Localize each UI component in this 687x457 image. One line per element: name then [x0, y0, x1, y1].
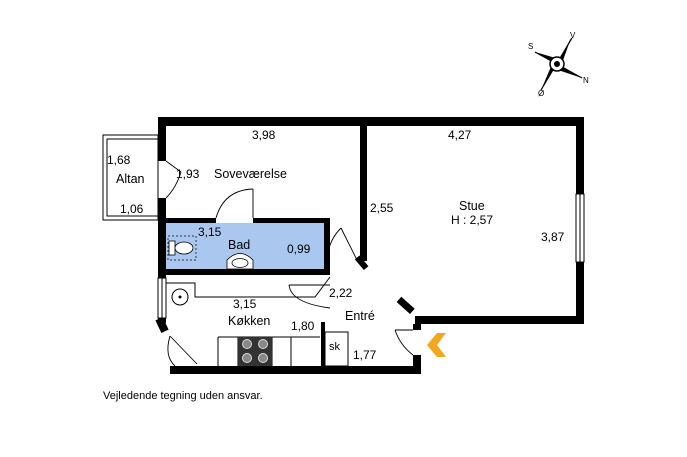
disclaimer-text: Vejledende tegning uden ansvar.	[103, 390, 263, 402]
compass-rose-icon: S V N Ø	[528, 31, 589, 98]
altan-dim-top: 1,68	[107, 153, 131, 167]
kitchen-sink-icon	[171, 288, 189, 306]
bedroom-dim-left: 1,93	[176, 167, 200, 181]
koekken-dim-right: 1,80	[291, 319, 315, 333]
door-balcony	[165, 160, 182, 199]
door-kitchen	[288, 284, 331, 309]
koekken-label: Køkken	[228, 314, 270, 328]
bedroom-label: Soveværelse	[214, 167, 287, 181]
toilet-icon	[167, 235, 197, 261]
compass-v: V	[570, 31, 576, 40]
bad-dim-top: 3,15	[198, 225, 222, 239]
entrance-arrow-icon	[427, 333, 446, 357]
stue-height: H : 2,57	[451, 213, 493, 227]
stue-dim-right: 3,87	[541, 230, 565, 244]
stove-icon	[238, 337, 272, 366]
compass-n: N	[583, 76, 589, 85]
compass-o: Ø	[538, 89, 544, 98]
closet	[324, 331, 349, 367]
balcony	[102, 134, 159, 221]
door-bathroom	[215, 188, 254, 219]
entre-dim-bottom: 1,77	[353, 348, 377, 362]
window-kitchen	[157, 277, 167, 319]
door-kitchen-corner	[167, 335, 198, 367]
altan-dim-bottom: 1,06	[120, 202, 144, 216]
entre-dim-top: 2,22	[329, 286, 353, 300]
entre-label: Entré	[345, 309, 375, 323]
stue-dim-top: 4,27	[448, 128, 472, 142]
window-stue-right	[575, 193, 585, 263]
compass-s: S	[528, 42, 533, 51]
koekken-dim-top: 3,15	[233, 297, 257, 311]
bathroom-sink-icon	[226, 253, 254, 270]
door-entrance	[394, 329, 414, 356]
bedroom-dim-top: 3,98	[252, 128, 276, 142]
stue-dim-left: 2,55	[370, 201, 394, 215]
altan-label: Altan	[116, 172, 145, 186]
stue-label: Stue	[459, 199, 485, 213]
closet-label: sk	[329, 341, 341, 353]
door-stue	[326, 227, 359, 271]
bad-dim-right: 0,99	[287, 242, 311, 256]
bad-label: Bad	[228, 238, 250, 252]
